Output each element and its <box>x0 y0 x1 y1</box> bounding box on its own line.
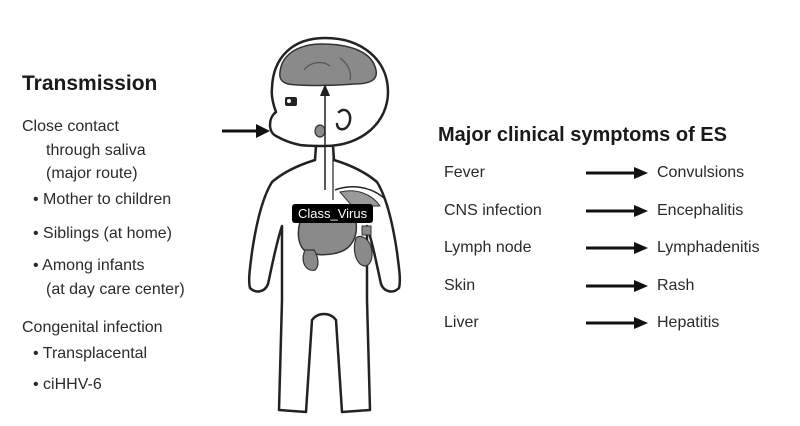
transmission-line: (major route) <box>46 165 138 182</box>
symptom-site: CNS infection <box>444 201 542 219</box>
symptom-site: Liver <box>444 314 479 331</box>
transmission-arrow <box>222 124 270 138</box>
symptom-outcome: Convulsions <box>657 164 745 181</box>
transmission-line: through saliva <box>46 142 146 159</box>
brain-fold <box>303 57 352 81</box>
transmission-line: (at day care center) <box>46 281 185 298</box>
symptoms-title: Major clinical symptoms of ES <box>438 124 727 146</box>
symptom-arrow <box>586 167 648 179</box>
child-body-outline <box>247 36 402 414</box>
symptom-site: Fever <box>444 164 485 181</box>
transmission-line: • Transplacental <box>33 345 148 362</box>
kidney-icon <box>353 235 373 267</box>
adrenal-icon <box>361 225 372 236</box>
symptom-arrow <box>586 317 648 329</box>
pathway-arrow <box>320 84 330 190</box>
transmission-line: Congenital infection <box>22 319 163 336</box>
symptom-outcome: Hepatitis <box>657 314 720 331</box>
class-virus-label: Class_Virus <box>292 204 374 223</box>
symptom-outcome: Lymphadenitis <box>657 239 760 256</box>
salivary-gland-icon <box>314 124 326 138</box>
symptom-arrow <box>586 279 648 292</box>
symptom-site: Lymph node <box>444 239 532 256</box>
transmission-line: • Mother to children <box>33 191 172 208</box>
transmission-line: • Siblings (at home) <box>33 225 172 242</box>
eye-icon <box>285 97 297 106</box>
symptom-arrow <box>586 242 648 254</box>
symptom-outcome: Encephalitis <box>657 201 744 219</box>
stomach-icon <box>302 249 319 271</box>
symptom-site: Skin <box>444 276 476 294</box>
transmission-line: • Among infants <box>33 257 145 274</box>
transmission-line: • ciHHV-6 <box>33 376 102 393</box>
lymph-vessel <box>334 185 385 199</box>
symptom-outcome: Rash <box>657 276 695 294</box>
lung-icon <box>339 190 381 207</box>
transmission-title: Transmission <box>22 72 158 95</box>
symptom-arrow <box>586 204 648 217</box>
transmission-line: Close contact <box>22 118 119 135</box>
